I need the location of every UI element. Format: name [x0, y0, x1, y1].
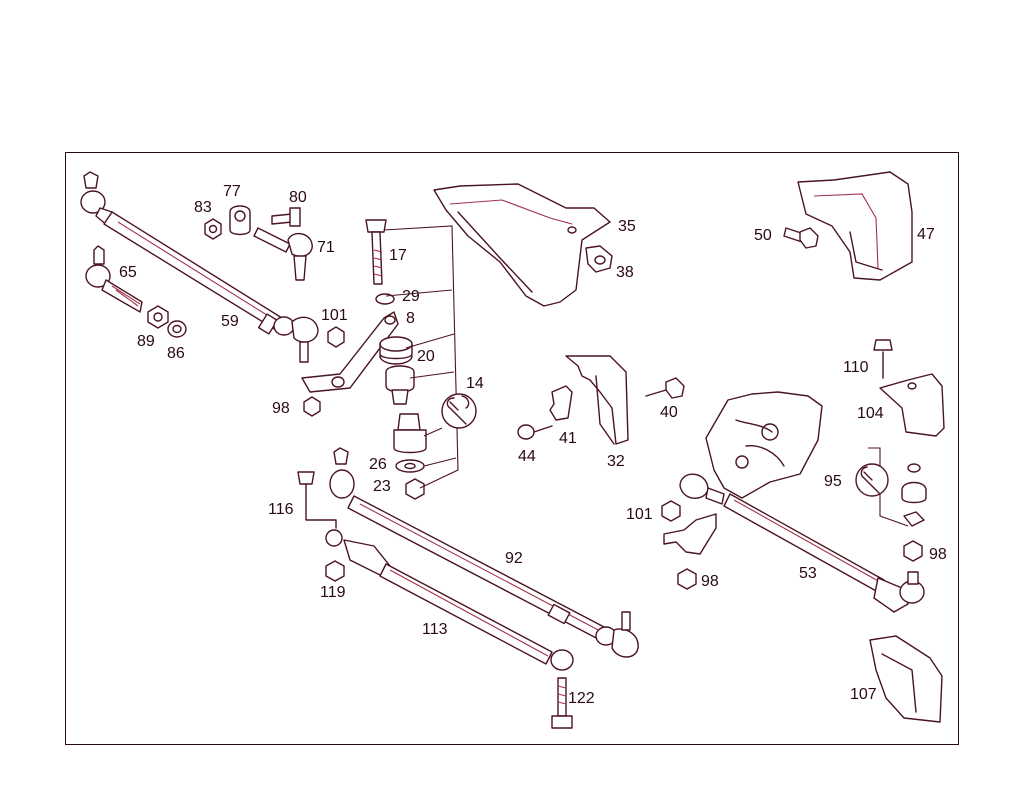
- label-47: 47: [917, 226, 935, 243]
- label-50: 50: [754, 227, 772, 244]
- label-20: 20: [417, 348, 435, 365]
- part-nut-86[interactable]: [167, 320, 187, 338]
- part-nut-101-lower[interactable]: [661, 500, 681, 522]
- part-tie-rod-113[interactable]: [325, 529, 574, 671]
- label-116: 116: [268, 501, 294, 518]
- label-41: 41: [559, 430, 577, 447]
- part-nut-23[interactable]: [405, 478, 425, 500]
- label-101-lower: 101: [626, 506, 653, 523]
- part-bushing-20[interactable]: [379, 336, 413, 365]
- part-bolt-80[interactable]: [271, 207, 301, 227]
- part-nut-83[interactable]: [204, 218, 222, 240]
- label-92: 92: [505, 550, 523, 567]
- part-bearing[interactable]: [385, 365, 415, 405]
- label-77: 77: [223, 183, 241, 200]
- part-bolt-116[interactable]: [297, 471, 337, 529]
- part-screw-44[interactable]: [517, 424, 553, 440]
- diagram-frame: [65, 152, 959, 745]
- label-101-upper: 101: [321, 307, 348, 324]
- part-nut-98-upper[interactable]: [303, 396, 321, 417]
- label-53: 53: [799, 565, 817, 582]
- part-drag-link-92[interactable]: [329, 447, 639, 658]
- label-35: 35: [618, 218, 636, 235]
- label-98-right: 98: [929, 546, 947, 563]
- part-ball-joint-71[interactable]: [253, 227, 313, 281]
- wrench-icon: [441, 393, 477, 429]
- label-29: 29: [402, 288, 420, 305]
- label-86: 86: [167, 345, 185, 362]
- label-113: 113: [422, 621, 448, 638]
- part-idler-arm-8[interactable]: [301, 311, 399, 393]
- label-23: 23: [373, 478, 391, 495]
- part-tie-rod-53[interactable]: [679, 473, 925, 613]
- label-65: 65: [119, 264, 137, 281]
- label-104: 104: [857, 405, 884, 422]
- part-washer-26[interactable]: [395, 459, 425, 473]
- part-ball-pin-95[interactable]: [901, 463, 927, 527]
- label-26: 26: [369, 456, 387, 473]
- label-14: 14: [466, 375, 484, 392]
- part-gear-sleeve[interactable]: [393, 413, 427, 454]
- part-bracket-32[interactable]: [565, 355, 629, 445]
- part-tie-rod-end-65[interactable]: [85, 245, 143, 313]
- label-119: 119: [320, 584, 346, 601]
- part-mount-104[interactable]: [879, 373, 945, 437]
- part-bracket-47[interactable]: [797, 171, 913, 281]
- part-clip-41[interactable]: [549, 385, 573, 421]
- part-nut-119[interactable]: [325, 560, 345, 582]
- part-nut-98-right[interactable]: [903, 540, 923, 562]
- part-bolt-17[interactable]: [365, 219, 387, 285]
- label-44: 44: [518, 448, 536, 465]
- part-bolt-110[interactable]: [873, 339, 893, 379]
- label-17: 17: [389, 247, 407, 264]
- part-shield-35[interactable]: [433, 183, 611, 307]
- part-tie-rod-59[interactable]: [80, 171, 319, 363]
- part-bolt-50[interactable]: [783, 227, 819, 249]
- part-steering-box[interactable]: [705, 391, 823, 499]
- part-bolt-122[interactable]: [551, 677, 573, 729]
- label-38: 38: [616, 264, 634, 281]
- label-122: 122: [568, 690, 595, 707]
- label-71: 71: [317, 239, 335, 256]
- part-nut-98-lower[interactable]: [677, 568, 697, 590]
- part-washer-29[interactable]: [375, 293, 395, 305]
- label-89: 89: [137, 333, 155, 350]
- label-98-lower: 98: [701, 573, 719, 590]
- part-nut-101-upper[interactable]: [327, 326, 345, 348]
- part-bushing-77[interactable]: [229, 205, 251, 236]
- part-nut-89[interactable]: [147, 305, 169, 329]
- label-95: 95: [824, 473, 842, 490]
- part-bracket-107[interactable]: [869, 635, 943, 723]
- label-59: 59: [221, 313, 239, 330]
- label-98-upper: 98: [272, 400, 290, 417]
- part-screw-40[interactable]: [645, 377, 685, 399]
- label-107: 107: [850, 686, 877, 703]
- label-110: 110: [843, 359, 869, 376]
- label-83: 83: [194, 199, 212, 216]
- label-8: 8: [406, 310, 415, 327]
- label-80: 80: [289, 189, 307, 206]
- wrench-icon: [855, 463, 889, 497]
- part-nut-38[interactable]: [585, 245, 613, 273]
- label-40: 40: [660, 404, 678, 421]
- part-bracket-arm[interactable]: [663, 513, 717, 555]
- label-32: 32: [607, 453, 625, 470]
